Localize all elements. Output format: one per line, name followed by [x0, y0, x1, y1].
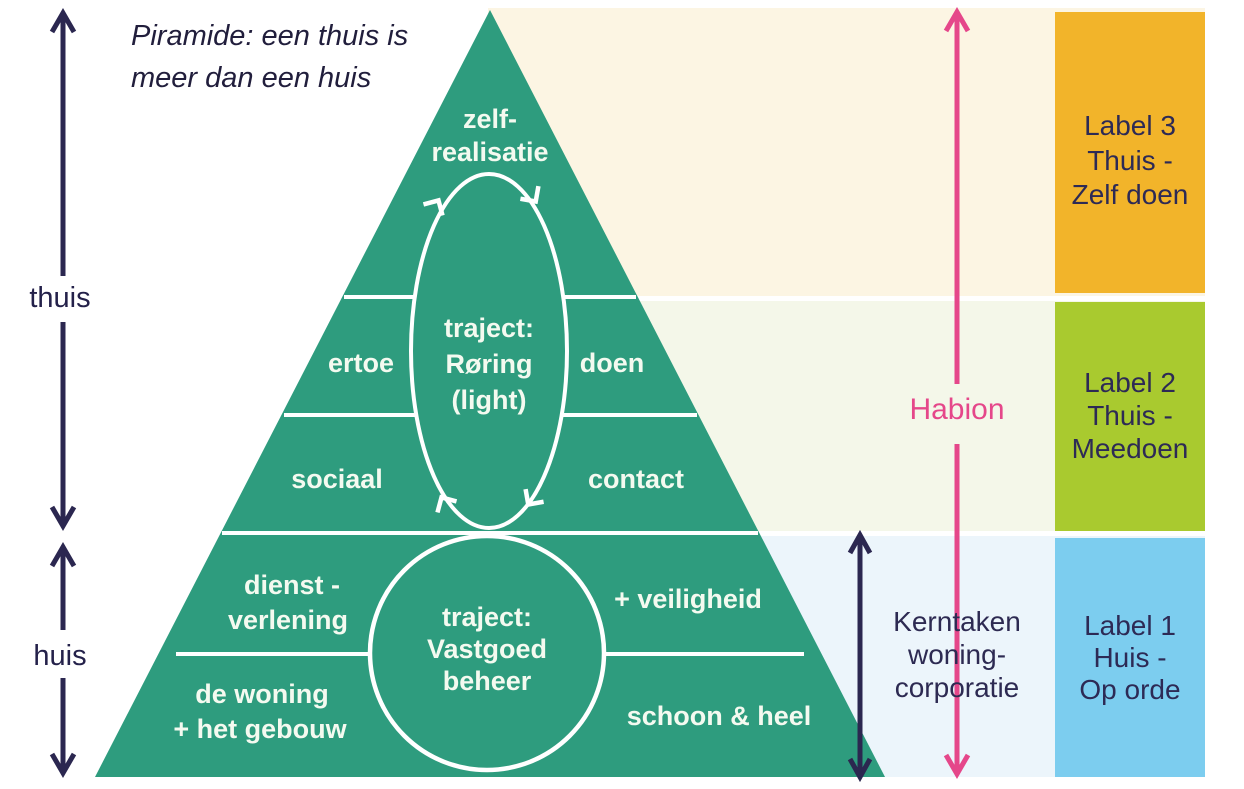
cycle-arrow-icon: [523, 488, 544, 508]
label-traject-vastgoed-line3: beheer: [443, 666, 532, 696]
legend-label1-line3: Op orde: [1079, 674, 1180, 705]
huis-arrow: [49, 542, 77, 778]
arrow-down-icon: [49, 752, 77, 778]
kerntaken-label-line2: woning-: [907, 639, 1006, 670]
legend-box-label2: [1055, 302, 1205, 531]
arrow-up-icon: [49, 8, 77, 34]
legend-label3-line1: Label 3: [1084, 110, 1176, 141]
label-traject-vastgoed-line2: Vastgoed: [427, 634, 547, 664]
diagram-title-line1: Piramide: een thuis is: [131, 20, 408, 52]
side-label-huis: huis: [33, 640, 86, 672]
legend-label1-line2: Huis -: [1093, 642, 1166, 673]
legend-box-label1: [1055, 538, 1205, 777]
label-sociaal: sociaal: [291, 464, 383, 494]
label-traject-roring-line1: traject:: [444, 313, 534, 343]
label-zelfrealisatie-line1: zelf-: [463, 104, 517, 134]
kerntaken-label-line3: corporatie: [895, 672, 1020, 703]
label-dienstverlening-line1: dienst -: [244, 570, 340, 600]
legend-label2-line3: Meedoen: [1072, 433, 1189, 464]
cycle-arrow-icon: [435, 494, 458, 514]
roring-cycle-ellipse: [409, 172, 569, 530]
label-schoon-heel: schoon & heel: [627, 701, 812, 731]
label-woning-line1: de woning: [195, 679, 328, 709]
label-zelfrealisatie-line2: realisatie: [431, 137, 548, 167]
label-woning-line2: + het gebouw: [173, 714, 347, 744]
label-traject-roring-line2: Røring: [446, 349, 533, 379]
legend-label3-line2: Thuis -: [1087, 145, 1173, 176]
arrow-down-icon: [49, 505, 77, 531]
legend-label2-line1: Label 2: [1084, 367, 1176, 398]
label-traject-roring-line3: (light): [452, 385, 527, 415]
arrow-up-icon: [49, 542, 77, 568]
arrow-down-icon: [943, 753, 971, 779]
habion-label: Habion: [909, 393, 1004, 426]
habion-arrow: [943, 7, 971, 779]
cycle-arrow-icon: [422, 197, 445, 217]
legend-label3-line3: Zelf doen: [1072, 179, 1189, 210]
label-veiligheid: + veiligheid: [614, 584, 762, 614]
legend: Label 3 Thuis - Zelf doen Label 2 Thuis …: [1055, 12, 1205, 777]
label-contact: contact: [588, 464, 684, 494]
kerntaken-arrow: [847, 529, 873, 783]
vastgoed-circle: [367, 533, 607, 773]
legend-label2-line2: Thuis -: [1087, 400, 1173, 431]
side-label-thuis: thuis: [29, 282, 90, 314]
label-ertoe: ertoe: [328, 348, 394, 378]
arrow-up-icon: [847, 529, 873, 555]
arrow-up-icon: [943, 7, 971, 33]
legend-box-label3: [1055, 12, 1205, 293]
label-traject-vastgoed-line1: traject:: [442, 602, 532, 632]
cycle-arrow-icon: [520, 185, 541, 205]
legend-label1-line1: Label 1: [1084, 610, 1176, 641]
label-doen: doen: [580, 348, 645, 378]
kerntaken-label-line1: Kerntaken: [893, 606, 1021, 637]
label-dienstverlening-line2: verlening: [228, 605, 348, 635]
arrow-down-icon: [847, 757, 873, 783]
cycle-arrowheads: [422, 185, 544, 514]
diagram-title-line2: meer dan een huis: [131, 62, 371, 94]
thuis-arrow: [49, 8, 77, 531]
